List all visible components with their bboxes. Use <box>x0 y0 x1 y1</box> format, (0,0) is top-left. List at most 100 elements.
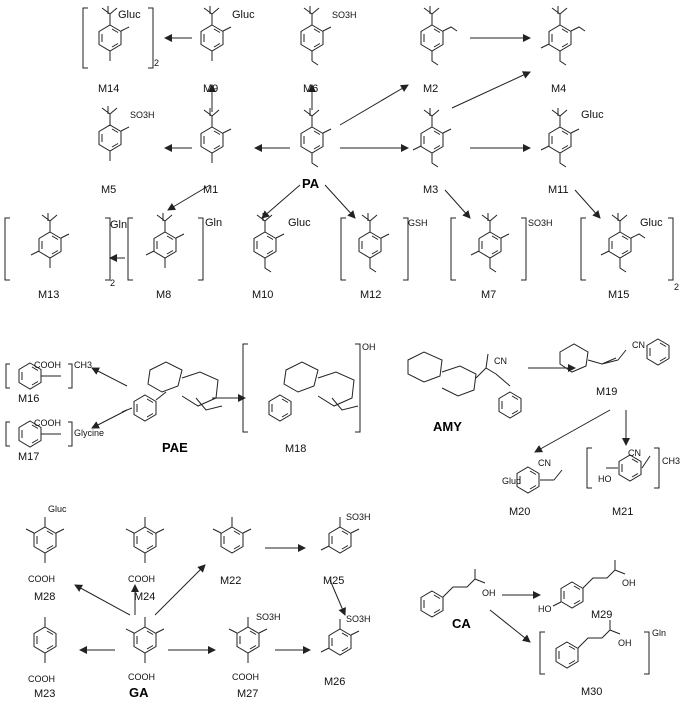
m11-structure <box>548 107 572 154</box>
m16-cooh-label: COOH <box>34 360 61 370</box>
m15-gluc-label: Gluc <box>640 217 663 229</box>
m27-so3h-label: SO3H <box>256 612 281 622</box>
m18-ring <box>268 394 292 422</box>
m2-structure <box>420 5 444 52</box>
m13-structure <box>38 212 62 259</box>
label-pa: PA <box>302 176 320 191</box>
ca-oh-label: OH <box>482 588 496 598</box>
m17-glycine-label: Glycine <box>74 428 104 438</box>
label-m1: M1 <box>203 184 218 196</box>
label-m25: M25 <box>323 575 344 587</box>
label-ca: CA <box>452 616 471 631</box>
m23-ring <box>33 626 57 654</box>
m19-ring <box>646 338 670 366</box>
compound-labels: M14 M9 M6 M2 M4 M5 M1 PA M3 M11 M13 M8 M… <box>18 83 633 700</box>
ga-cooh-label: COOH <box>128 672 155 682</box>
m10-gluc-label: Gluc <box>288 217 311 229</box>
m24-cooh-label: COOH <box>128 574 155 584</box>
m5-structure <box>98 105 122 152</box>
label-pae: PAE <box>162 440 188 455</box>
label-m3: M3 <box>423 184 438 196</box>
m27-cooh-label: COOH <box>232 672 259 682</box>
reaction-arrows <box>74 34 630 654</box>
m11-gluc-label: Gluc <box>581 109 604 121</box>
label-m22: M22 <box>220 575 241 587</box>
m15-structure <box>608 212 632 259</box>
label-m9: M9 <box>203 83 218 95</box>
label-m15: M15 <box>608 289 629 301</box>
side-bonds <box>25 375 626 663</box>
m21-ho-label: HO <box>598 474 612 484</box>
m30-ring <box>555 641 579 669</box>
m5-so3h-label: SO3H <box>130 110 155 120</box>
m21-ring <box>618 454 642 482</box>
label-m2: M2 <box>423 83 438 95</box>
label-m19: M19 <box>596 386 617 398</box>
m13-gln-label: Gln <box>110 219 127 231</box>
label-m13: M13 <box>38 289 59 301</box>
m14-multiplier: 2 <box>154 58 159 68</box>
substituent-bonds <box>30 26 646 273</box>
label-m16: M16 <box>18 393 39 405</box>
m8-gln-label: Gln <box>205 217 222 229</box>
label-m26: M26 <box>324 676 345 688</box>
label-m20: M20 <box>509 506 530 518</box>
m20-gluc-label: Gluc <box>502 476 521 486</box>
m3-structure <box>420 107 444 154</box>
label-m12: M12 <box>360 289 381 301</box>
m4-structure <box>548 5 572 52</box>
m29-ring <box>560 581 584 609</box>
label-m5: M5 <box>101 184 116 196</box>
m23-cooh-label: COOH <box>28 674 55 684</box>
amy-cn-label: CN <box>494 356 507 366</box>
label-m21: M21 <box>612 506 633 518</box>
m12-gsh-label: GSH <box>408 218 428 228</box>
m10-structure <box>253 212 277 259</box>
label-m24: M24 <box>134 591 155 603</box>
m9-structure <box>200 5 224 52</box>
m27-ring <box>236 626 260 654</box>
m13-multiplier: 2 <box>110 278 115 288</box>
label-ga: GA <box>129 685 149 700</box>
label-m30: M30 <box>581 686 602 698</box>
ca-ring <box>420 590 444 618</box>
m19-cn-label: CN <box>632 340 645 350</box>
m20-cn-label: CN <box>538 458 551 468</box>
label-m6: M6 <box>303 83 318 95</box>
m21-cn-label: CN <box>628 448 641 458</box>
m14-gluc-label: Gluc <box>118 9 141 21</box>
label-m11: M11 <box>548 184 569 196</box>
m1-structure <box>200 107 224 154</box>
label-m8: M8 <box>156 289 171 301</box>
m7-so3h-label: SO3H <box>528 218 553 228</box>
label-amy: AMY <box>433 419 462 434</box>
label-m4: M4 <box>551 83 566 95</box>
label-m29: M29 <box>591 609 612 621</box>
m26-ring <box>328 628 352 656</box>
m21-ch3-label: CH3 <box>662 456 680 466</box>
m24-ring <box>133 526 157 554</box>
m6-so3h-label: SO3H <box>332 10 357 20</box>
pae-ring <box>133 394 157 422</box>
brackets <box>4 7 674 675</box>
amy-ring <box>498 391 522 419</box>
m15-multiplier: 2 <box>674 282 679 292</box>
m29-ho-label: HO <box>538 604 552 614</box>
sugar-cages <box>121 343 651 481</box>
m9-gluc-label: Gluc <box>232 9 255 21</box>
m6-structure <box>300 5 324 52</box>
m28-ring <box>33 526 57 554</box>
label-m23: M23 <box>34 688 55 700</box>
label-m17: M17 <box>18 451 39 463</box>
label-m10: M10 <box>252 289 273 301</box>
ga-ring <box>133 626 157 654</box>
m17-cooh-label: COOH <box>34 418 61 428</box>
m18-oh-label: OH <box>362 342 376 352</box>
m16-ch3-label: CH3 <box>74 360 92 370</box>
group-labels: Gluc Gluc SO3H SO3H Gluc Gln Gln Gluc GS… <box>28 9 680 684</box>
m8-structure <box>153 212 177 259</box>
m28-gluc-label: Gluc <box>48 504 67 514</box>
m22-ring <box>220 526 244 554</box>
m30-gln-label: Gln <box>652 628 666 638</box>
